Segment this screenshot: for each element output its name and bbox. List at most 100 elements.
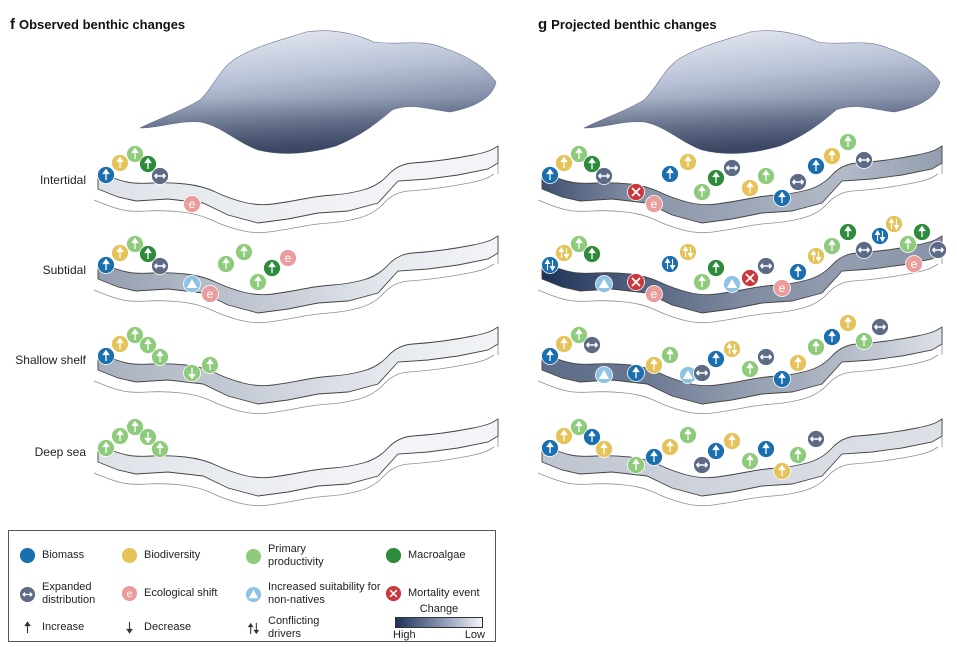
- strip-back-edge: [537, 173, 939, 234]
- change-scale: Change High Low: [393, 603, 485, 641]
- biodiversity-icon: [555, 427, 573, 445]
- biomass-icon: [757, 440, 775, 458]
- legend-biomass: Biomass: [19, 547, 84, 564]
- legend-expanded-distribution: Expanded distribution: [19, 581, 109, 607]
- primary-productivity-icon: [789, 446, 807, 464]
- biodiversity-icon: [111, 244, 129, 262]
- ecological-shift-icon: e: [121, 585, 138, 602]
- strip-face: [541, 235, 943, 314]
- ecological-shift-icon: e: [645, 195, 663, 213]
- macroalgae-icon: [839, 223, 857, 241]
- expanded-distribution-icon: [595, 167, 613, 185]
- zone-label-subtidal: Subtidal: [42, 263, 86, 277]
- strip-back-edge: [93, 173, 495, 234]
- legend-macroalgae: Macroalgae: [385, 547, 465, 564]
- zone-label-shallow-shelf: Shallow shelf: [15, 353, 86, 367]
- biodiversity-icon: [741, 179, 759, 197]
- biodiversity-icon: [723, 340, 741, 358]
- change-scale-title: Change: [419, 603, 459, 615]
- strip-back-edge: [93, 446, 495, 507]
- strip-g-2: [537, 326, 943, 415]
- ecological-shift-icon: e: [773, 279, 791, 297]
- strip-back-edge: [537, 263, 939, 324]
- panel-g-letter: g: [538, 16, 548, 33]
- strip-face: [541, 418, 943, 497]
- svg-text:e: e: [779, 281, 786, 295]
- svg-text:e: e: [651, 287, 658, 301]
- biomass-icon: [541, 256, 559, 274]
- primary-productivity-icon: [151, 440, 169, 458]
- expanded-distribution-icon: [807, 430, 825, 448]
- biomass-icon: [707, 350, 725, 368]
- primary-productivity-icon: [741, 452, 759, 470]
- biomass-icon: [773, 370, 791, 388]
- non-natives-icon: [595, 275, 613, 293]
- primary-productivity-icon: [183, 364, 201, 382]
- legend-macroalgae-label: Macroalgae: [408, 549, 466, 561]
- macroalgae-icon: [583, 245, 601, 263]
- strip-face: [97, 326, 499, 405]
- biodiversity-icon: [773, 462, 791, 480]
- macroalgae-icon: [139, 245, 157, 263]
- primary-productivity-icon: [823, 237, 841, 255]
- biodiversity-icon: [679, 243, 697, 261]
- primary-productivity-icon: [570, 418, 588, 436]
- biomass-icon: [789, 263, 807, 281]
- strip-face: [541, 326, 943, 405]
- change-scale-low: Low: [464, 629, 485, 641]
- panel-f-title-text: Observed benthic changes: [19, 17, 186, 32]
- expanded-distribution-icon: [855, 151, 873, 169]
- expanded-distribution-icon: [693, 456, 711, 474]
- strip-f-3: [93, 418, 499, 507]
- non-natives-icon: [183, 275, 201, 293]
- biodiversity-icon: [839, 314, 857, 332]
- expanded-distribution-icon: [723, 159, 741, 177]
- expanded-distribution-icon: [871, 318, 889, 336]
- biomass-icon: [661, 165, 679, 183]
- primary-productivity-icon: [111, 427, 129, 445]
- svg-text:e: e: [911, 257, 918, 271]
- non-natives-icon: [595, 366, 613, 384]
- mortality-icon: [741, 269, 759, 287]
- primary-productivity-icon: [126, 326, 144, 344]
- primary-productivity-icon: [627, 456, 645, 474]
- primary-productivity-icon: [807, 338, 825, 356]
- antarctica-map-g: [583, 30, 941, 154]
- svg-text:e: e: [127, 589, 133, 600]
- macroalgae-icon: [913, 223, 931, 241]
- primary-productivity-icon: [855, 332, 873, 350]
- legend: Biomass Biodiversity Primary productivit…: [8, 530, 496, 642]
- biomass-icon: [541, 439, 559, 457]
- primary-productivity-icon: [201, 356, 219, 374]
- primary-productivity-icon: [839, 133, 857, 151]
- biodiversity-icon: [111, 335, 129, 353]
- expanded-distribution-icon: [929, 241, 947, 259]
- expanded-distribution-icon: [693, 364, 711, 382]
- strip-f-0: [93, 145, 499, 234]
- strip-face: [97, 418, 499, 497]
- biodiversity-icon: [823, 147, 841, 165]
- biodiversity-icon: [661, 438, 679, 456]
- biodiversity-icon: [111, 154, 129, 172]
- legend-biodiversity: Biodiversity: [121, 547, 200, 564]
- mortality-icon: [627, 273, 645, 291]
- legend-increase-label: Increase: [42, 621, 85, 633]
- non-natives-icon: [723, 275, 741, 293]
- biomass-icon: [707, 442, 725, 460]
- conflicting-arrows-icon: [247, 622, 260, 634]
- biomass-icon: [541, 347, 559, 365]
- biomass-icon: [661, 255, 679, 273]
- biodiversity-icon: [555, 335, 573, 353]
- svg-text:e: e: [285, 251, 292, 265]
- primary-productivity-icon: [899, 235, 917, 253]
- expanded-distribution-icon: [151, 167, 169, 185]
- ecological-shift-icon: e: [905, 255, 923, 273]
- primary-productivity-icon: [679, 426, 697, 444]
- biodiversity-icon: [723, 432, 741, 450]
- panel-g-title-text: Projected benthic changes: [551, 17, 717, 32]
- biodiversity-icon: [595, 440, 613, 458]
- legend-non-natives-label: Increased suitability for non-natives: [268, 581, 381, 606]
